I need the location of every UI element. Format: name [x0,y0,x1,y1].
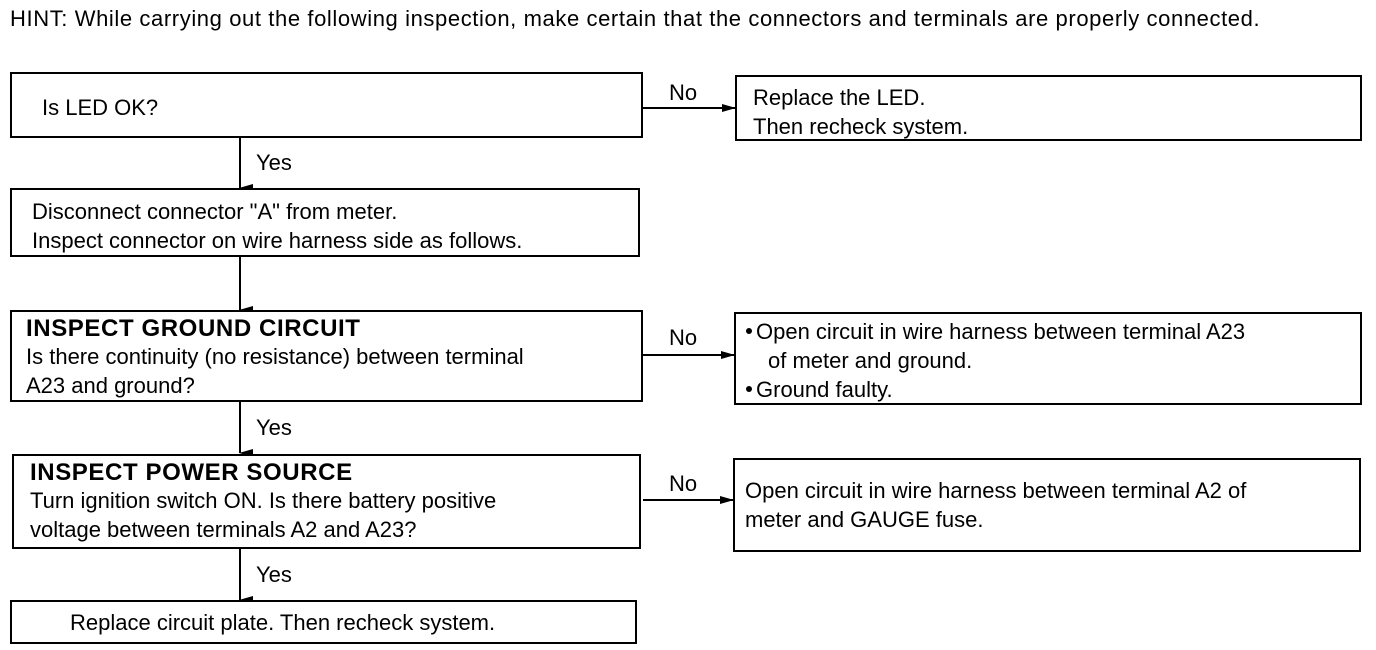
step-ground-line-2: A23 and ground? [26,373,195,398]
bullet-dot-icon [746,386,752,393]
step-led-check: Is LED OK? [10,72,643,138]
bullet-dot-icon [746,328,752,335]
ground-fault-bullet-1: Open circuit in wire harness between ter… [746,317,1360,346]
ground-fault-bullet-2: Ground faulty. [746,375,1360,404]
step-ground-heading: INSPECT GROUND CIRCUIT [26,315,361,342]
step-power-heading: INSPECT POWER SOURCE [30,459,353,486]
step-power-fault-line-1: Open circuit in wire harness between ter… [745,478,1247,503]
ground-fault-bullet-1-line-2: of meter and ground. [768,348,973,373]
step-replace-plate-line: Replace circuit plate. Then recheck syst… [70,610,496,635]
label-led-no: No [669,80,698,105]
hint-text: HINT: While carrying out the following i… [10,6,1261,31]
step-power-fault: Open circuit in wire harness between ter… [733,458,1361,552]
step-ground-fault: Open circuit in wire harness between ter… [734,312,1362,405]
step-replace-plate: Replace circuit plate. Then recheck syst… [10,600,637,644]
step-power: INSPECT POWER SOURCE Turn ignition switc… [12,454,641,549]
label-ground-no: No [669,325,698,350]
step-led-replace-line-1: Replace the LED. [753,85,926,110]
step-power-fault-line-2: meter and GAUGE fuse. [745,507,984,532]
label-power-no: No [669,471,698,496]
step-ground: INSPECT GROUND CIRCUIT Is there continui… [10,310,643,402]
step-ground-line-1: Is there continuity (no resistance) betw… [26,344,524,369]
step-disconnect-line-1: Disconnect connector "A" from meter. [32,199,398,224]
ground-fault-bullet-1-line-1: Open circuit in wire harness between ter… [756,319,1246,344]
label-ground-yes: Yes [256,415,292,440]
label-power-yes: Yes [256,562,292,587]
step-led-check-line: Is LED OK? [42,95,159,120]
step-disconnect: Disconnect connector "A" from meter. Ins… [10,188,640,257]
step-power-line-1: Turn ignition switch ON. Is there batter… [30,488,497,513]
step-disconnect-line-2: Inspect connector on wire harness side a… [32,228,523,253]
step-power-line-2: voltage between terminals A2 and A23? [30,517,417,542]
step-led-replace-line-2: Then recheck system. [753,114,969,139]
label-led-yes: Yes [256,150,292,175]
step-led-replace: Replace the LED. Then recheck system. [735,75,1362,141]
ground-fault-bullet-2-line-1: Ground faulty. [756,377,893,402]
